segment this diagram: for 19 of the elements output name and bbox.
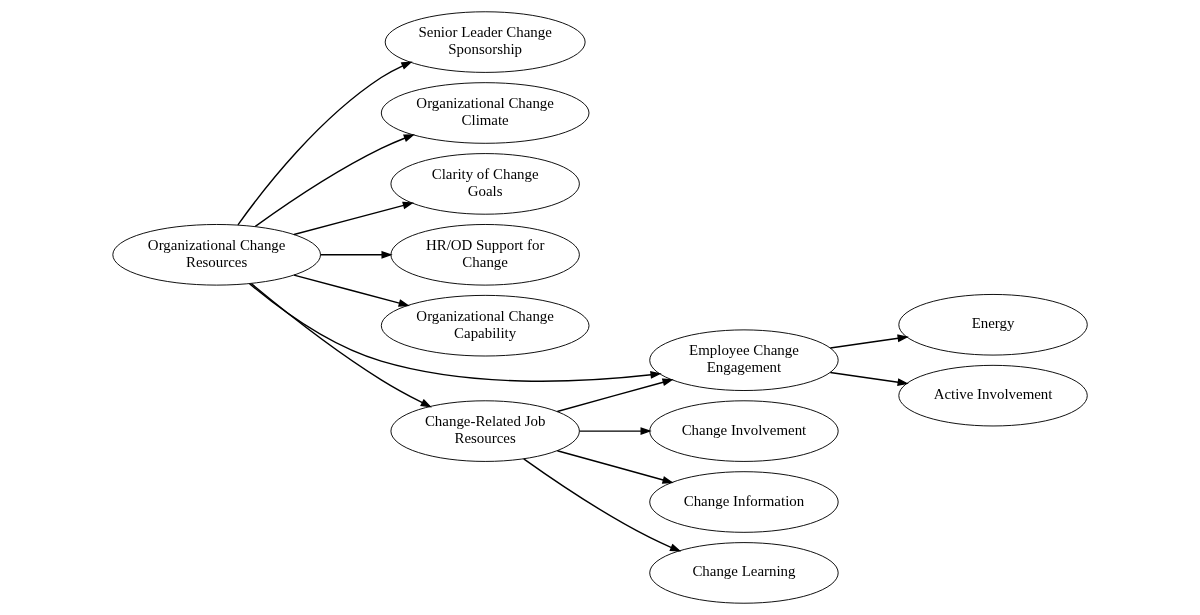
arrow: [254, 134, 415, 228]
arrow: [829, 371, 909, 386]
arrow: [556, 378, 674, 413]
node-ellipse: Change Involvement: [649, 400, 839, 462]
arrow: [320, 250, 393, 259]
arrow: [248, 282, 662, 382]
arrow: [829, 334, 909, 349]
arrow: [293, 274, 410, 307]
arrow: [556, 450, 674, 484]
node-ellipse: Clarity of Change Goals: [390, 153, 580, 215]
node-ellipse: Organizational Change Resources: [112, 224, 321, 286]
node-ellipse: HR/OD Support for Change: [390, 224, 580, 286]
node-ellipse: Organizational Change Capability: [380, 294, 590, 357]
arrow: [237, 61, 413, 226]
arrow: [578, 427, 652, 436]
node-ellipse: Change Information: [649, 471, 839, 533]
arrow: [250, 282, 432, 408]
arrow: [293, 201, 414, 236]
arrow: [523, 458, 682, 552]
